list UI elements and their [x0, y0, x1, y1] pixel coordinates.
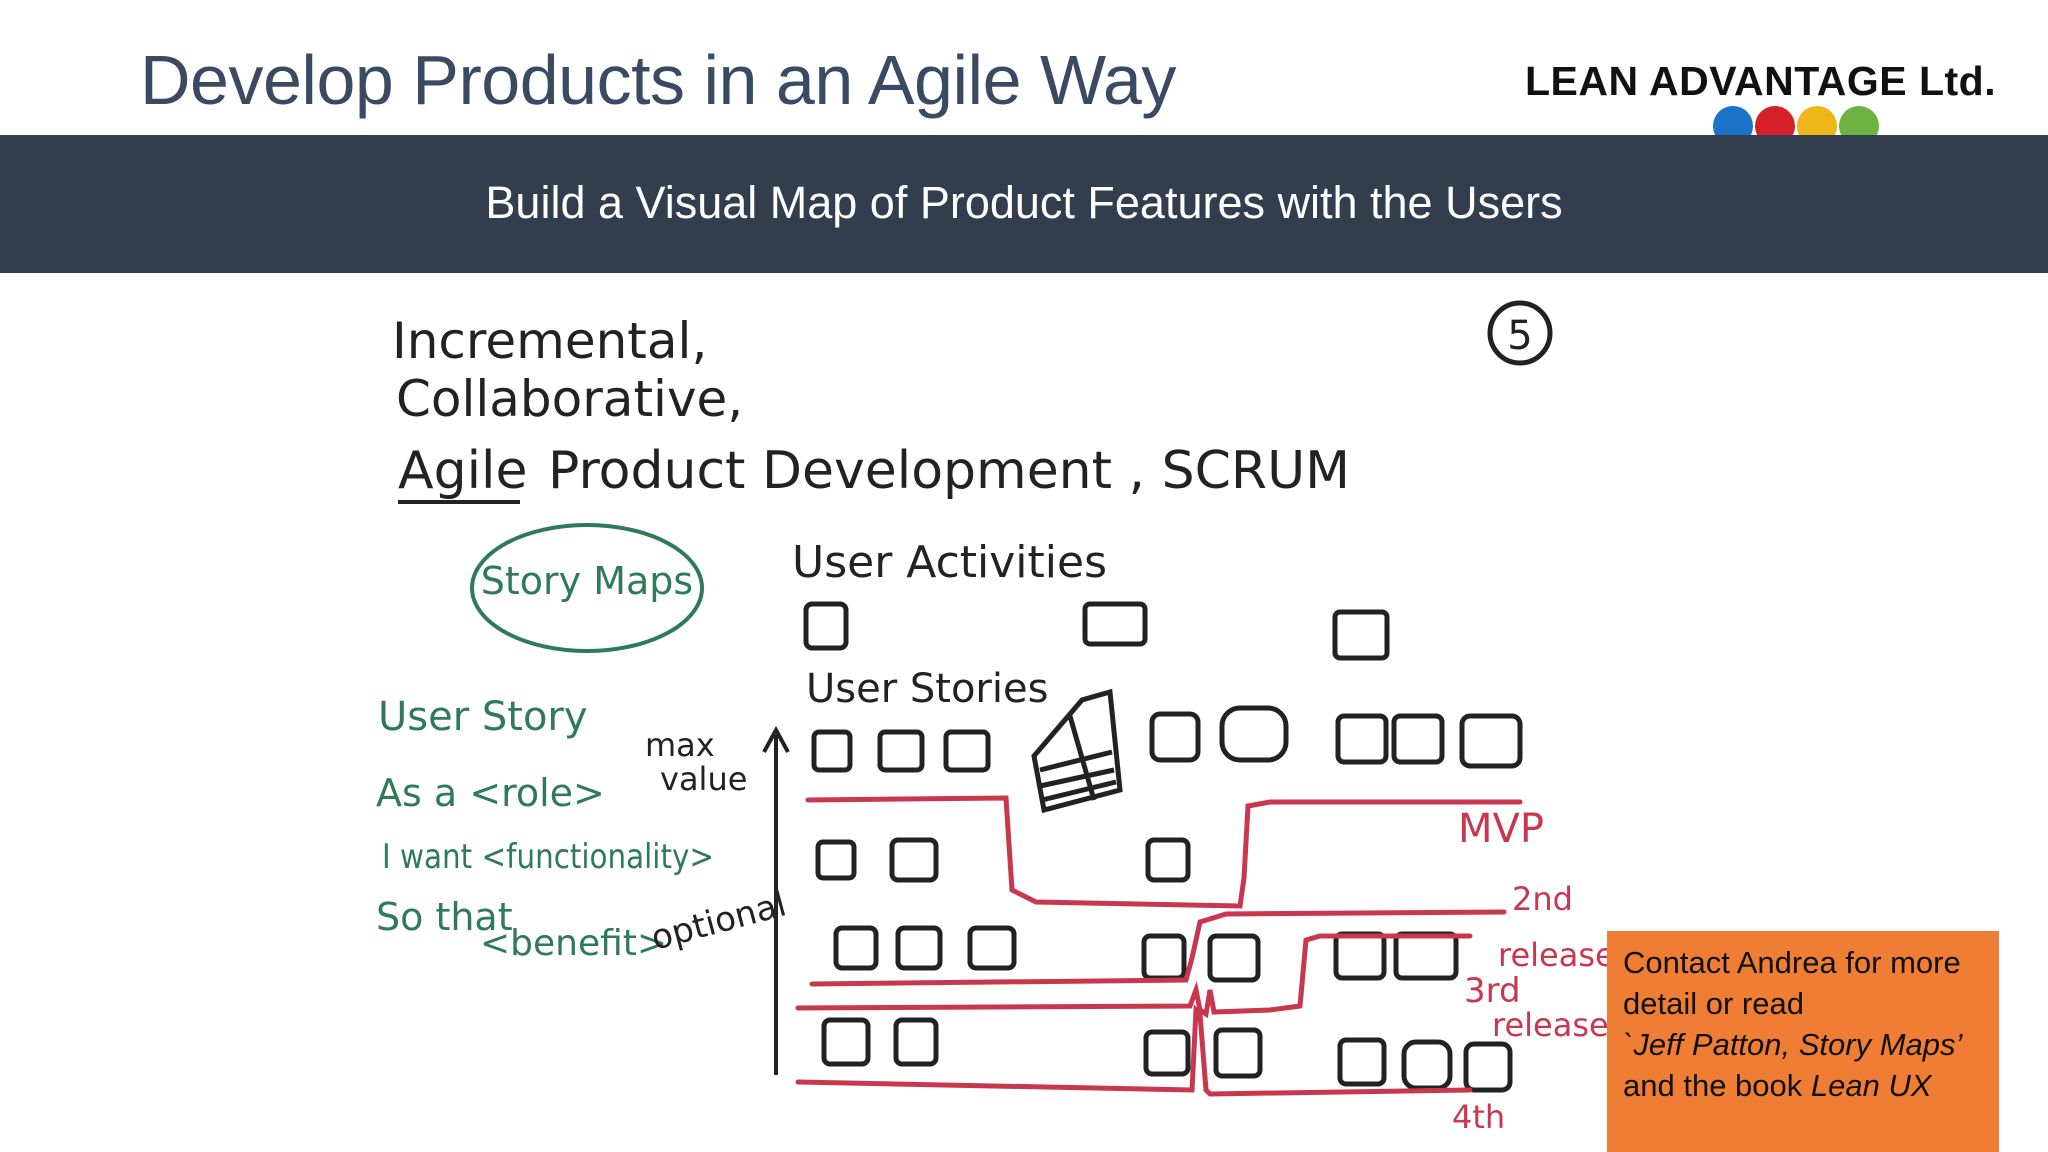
- release-lines: [795, 795, 1523, 1097]
- subtitle-banner: Build a Visual Map of Product Features w…: [0, 135, 2048, 273]
- story-card: [1335, 713, 1389, 765]
- story-maps-bubble: [470, 523, 704, 653]
- user-story-line2: I want <functionality>: [382, 837, 714, 877]
- whiteboard-drawing: 5 Incremental, Collaborative, Agile Prod…: [376, 300, 1615, 1136]
- release-label-2nd-release: release: [1498, 936, 1615, 974]
- story-card: [889, 837, 939, 883]
- story-card: [1219, 705, 1289, 763]
- story-card: [877, 729, 925, 773]
- slide-title: Develop Products in an Agile Way: [140, 41, 1176, 119]
- slide-number-circle: [1487, 300, 1553, 366]
- note-line-4: and the book Lean UX: [1623, 1065, 1983, 1106]
- axis-label-max: max: [645, 726, 715, 764]
- note-reference-jeff-patton: `Jeff Patton, Story Maps’: [1623, 1027, 1963, 1062]
- story-maps-label: Story Maps: [481, 559, 693, 603]
- note-line-2: detail or read: [1623, 986, 1804, 1021]
- activity-card: [803, 601, 849, 651]
- activity-cards: [803, 601, 1390, 661]
- story-card: [821, 1017, 871, 1067]
- activity-card: [1082, 601, 1148, 647]
- release-label-4th: 4th: [1452, 1098, 1505, 1136]
- note-line-4-prefix: and the book: [1623, 1068, 1811, 1103]
- story-card: [967, 925, 1017, 971]
- slide-number: 5: [1507, 313, 1532, 359]
- note-line-1: Contact Andrea for more: [1623, 945, 1961, 980]
- story-card: [1145, 837, 1191, 883]
- user-story-title: User Story: [378, 694, 588, 740]
- second-release-line: [809, 909, 1507, 987]
- story-card: [1337, 1037, 1387, 1087]
- story-card: [1401, 1039, 1453, 1091]
- release-label-3rd: 3rd: [1464, 971, 1521, 1011]
- activity-card: [1332, 609, 1390, 661]
- story-card: [1213, 1027, 1263, 1079]
- story-card: [1333, 931, 1387, 981]
- story-card: [1141, 933, 1187, 981]
- fourth-release-line: [795, 1004, 1473, 1097]
- priority-axis-arrowhead: [762, 725, 790, 753]
- heading-product-development: Product Development , SCRUM: [548, 441, 1350, 501]
- axis-label-value: value: [660, 760, 747, 798]
- pile-line: [1041, 779, 1117, 803]
- heading-line-collaborative: Collaborative,: [396, 370, 743, 428]
- axis-label-optional: optional: [647, 884, 790, 958]
- story-card: [895, 925, 943, 971]
- user-story-line3a: So that: [376, 895, 513, 939]
- third-release-line: [795, 933, 1473, 1019]
- slide-subtitle: Build a Visual Map of Product Features w…: [485, 177, 1563, 228]
- user-story-line1: As a <role>: [376, 771, 605, 815]
- pile-line: [1039, 749, 1113, 773]
- release-label-3rd-release: release: [1492, 1006, 1609, 1044]
- story-card: [811, 729, 853, 773]
- release-label-mvp: MVP: [1458, 806, 1544, 852]
- story-card: [893, 1017, 939, 1067]
- stacked-stories-pile: [1031, 688, 1123, 814]
- logo-text: LEAN ADVANTAGE Ltd.: [1525, 58, 1997, 104]
- story-card: [943, 729, 991, 773]
- story-card: [1459, 713, 1523, 769]
- story-card: [1149, 711, 1201, 763]
- pile-line: [1039, 767, 1115, 789]
- release-label-2nd: 2nd: [1512, 880, 1573, 918]
- heading-line-incremental: Incremental,: [392, 312, 707, 370]
- heading-agile: Agile: [398, 441, 527, 501]
- user-stories-label: User Stories: [806, 666, 1048, 712]
- story-cards: [811, 705, 1523, 1093]
- mvp-release-line: [805, 795, 1523, 909]
- contact-note: Contact Andrea for more detail or read `…: [1607, 931, 1999, 1152]
- story-card: [1393, 931, 1459, 981]
- user-story-line3b: <benefit>: [480, 923, 667, 964]
- story-card: [833, 925, 879, 971]
- story-card: [1391, 713, 1445, 765]
- note-book-lean-ux: Lean UX: [1810, 1068, 1932, 1103]
- story-card: [1463, 1041, 1513, 1093]
- story-card: [1207, 933, 1261, 983]
- note-line-3: `Jeff Patton, Story Maps’: [1623, 1024, 1983, 1065]
- story-card: [1143, 1029, 1191, 1077]
- pile-line: [1067, 715, 1097, 801]
- user-activities-label: User Activities: [792, 537, 1107, 588]
- story-card: [815, 839, 857, 881]
